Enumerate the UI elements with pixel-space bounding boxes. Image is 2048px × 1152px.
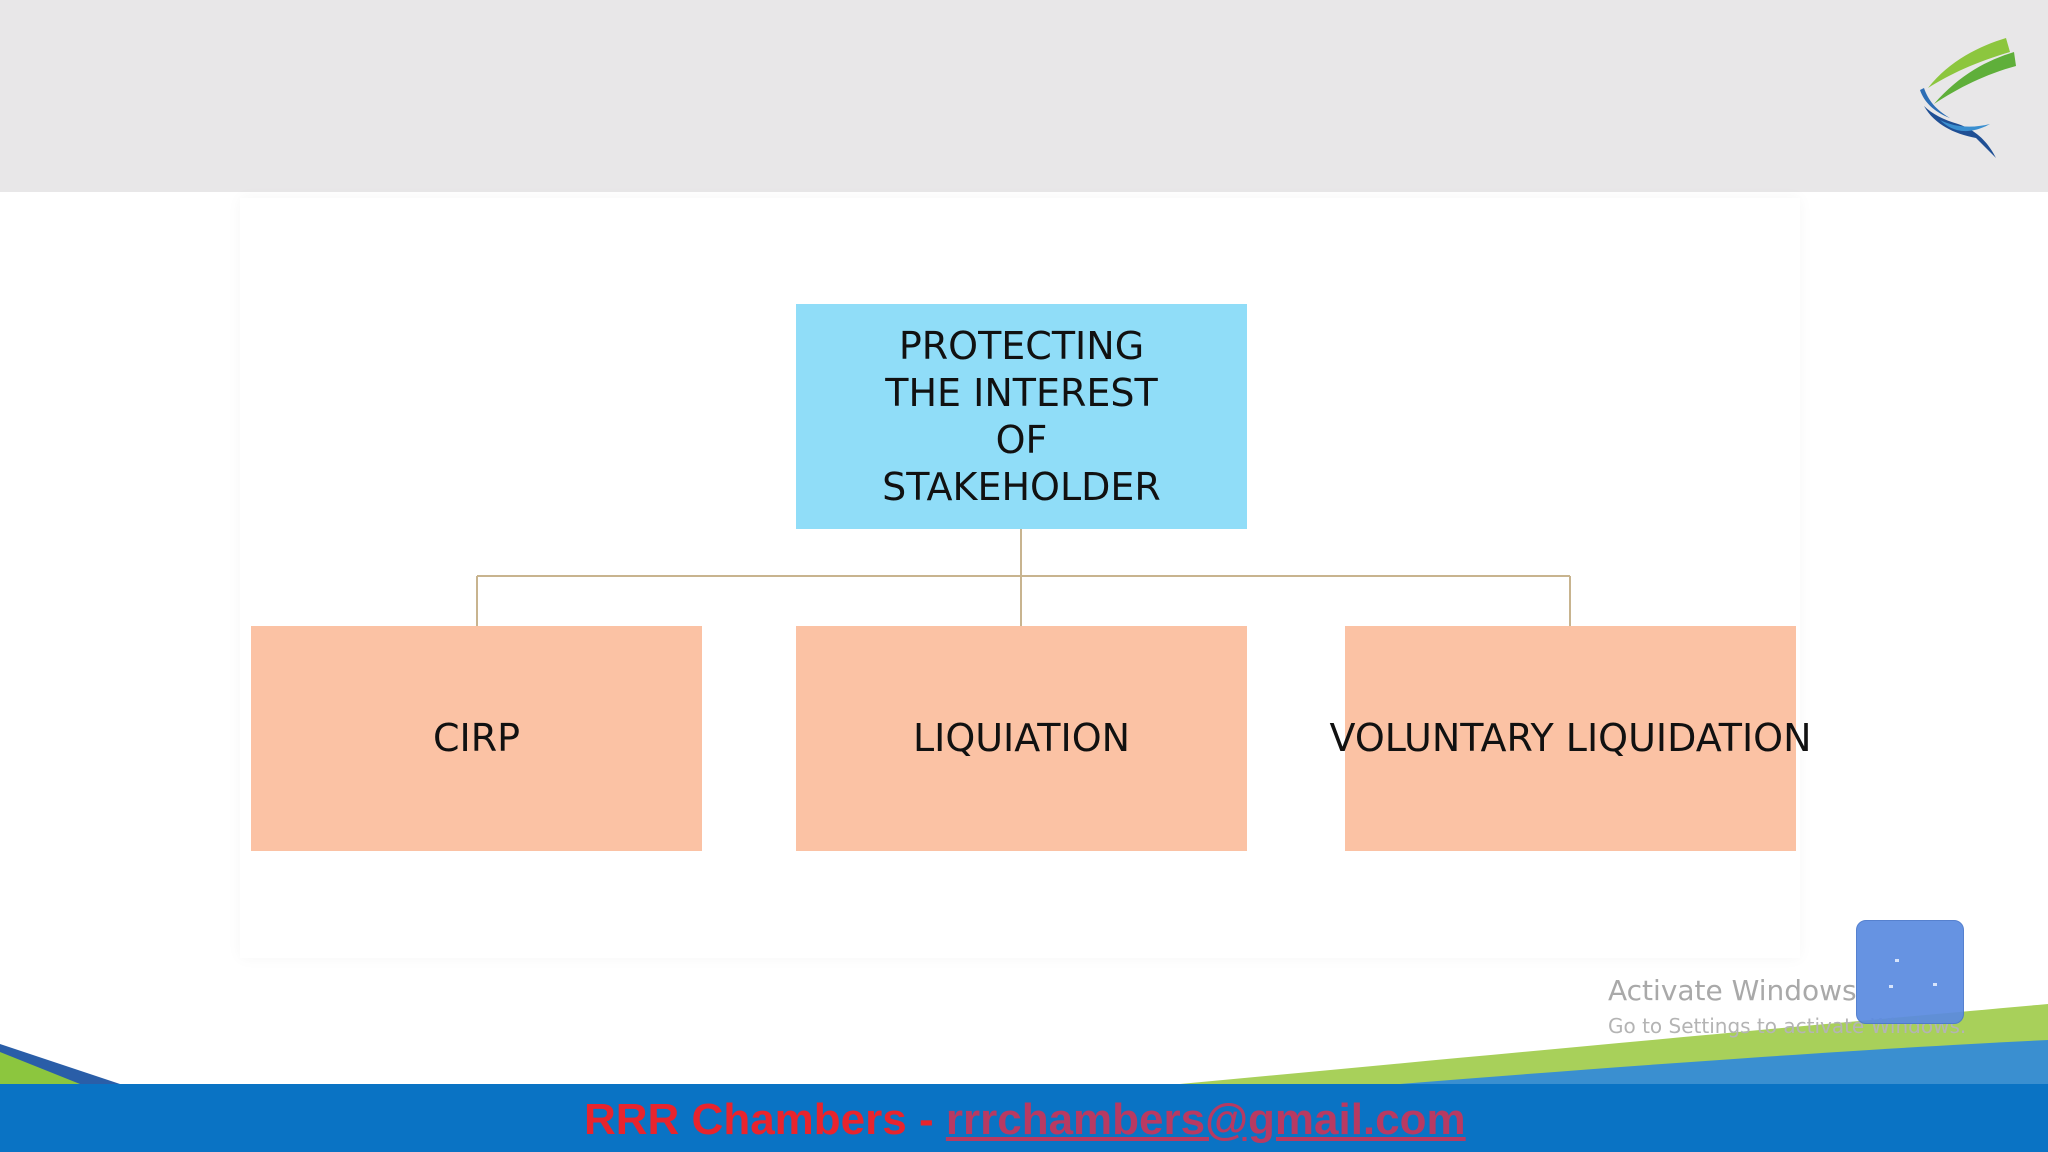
footer-bar bbox=[0, 1084, 2048, 1152]
footer-contact: RRR Chambers - rrrchambers@gmail.com bbox=[584, 1092, 1466, 1148]
bird-logo-icon bbox=[1920, 38, 2016, 158]
footer-email-link[interactable]: rrrchambers@gmail.com bbox=[945, 1095, 1466, 1144]
diagram-node-voluntary-liquidation: VOLUNTARY LIQUIDATION bbox=[1330, 626, 1812, 851]
root-node-label: PROTECTING THE INTEREST OF STAKEHOLDER bbox=[882, 323, 1161, 509]
diagram-node-liquidation: LIQUIATION bbox=[796, 626, 1247, 851]
slide-header-band bbox=[0, 0, 2048, 192]
node-label-cirp: CIRP bbox=[432, 716, 521, 760]
footer-swoosh-decoration bbox=[0, 1004, 2048, 1084]
footer-separator: - bbox=[906, 1095, 946, 1144]
button-glyph-dot bbox=[1933, 983, 1937, 986]
activate-windows-title: Activate Windows bbox=[1608, 974, 1857, 1007]
node-label-voluntary-liquidation: VOLUNTARY LIQUIDATION bbox=[1329, 716, 1812, 760]
footer-firm-name: RRR Chambers bbox=[584, 1095, 907, 1144]
diagram-root-node: PROTECTING THE INTEREST OF STAKEHOLDER bbox=[796, 304, 1247, 529]
button-glyph-dot bbox=[1895, 959, 1899, 962]
button-glyph-dot bbox=[1889, 985, 1893, 988]
node-label-liquidation: LIQUIATION bbox=[912, 716, 1131, 760]
floating-action-button[interactable] bbox=[1856, 920, 1964, 1024]
diagram-node-cirp: CIRP bbox=[251, 626, 702, 851]
